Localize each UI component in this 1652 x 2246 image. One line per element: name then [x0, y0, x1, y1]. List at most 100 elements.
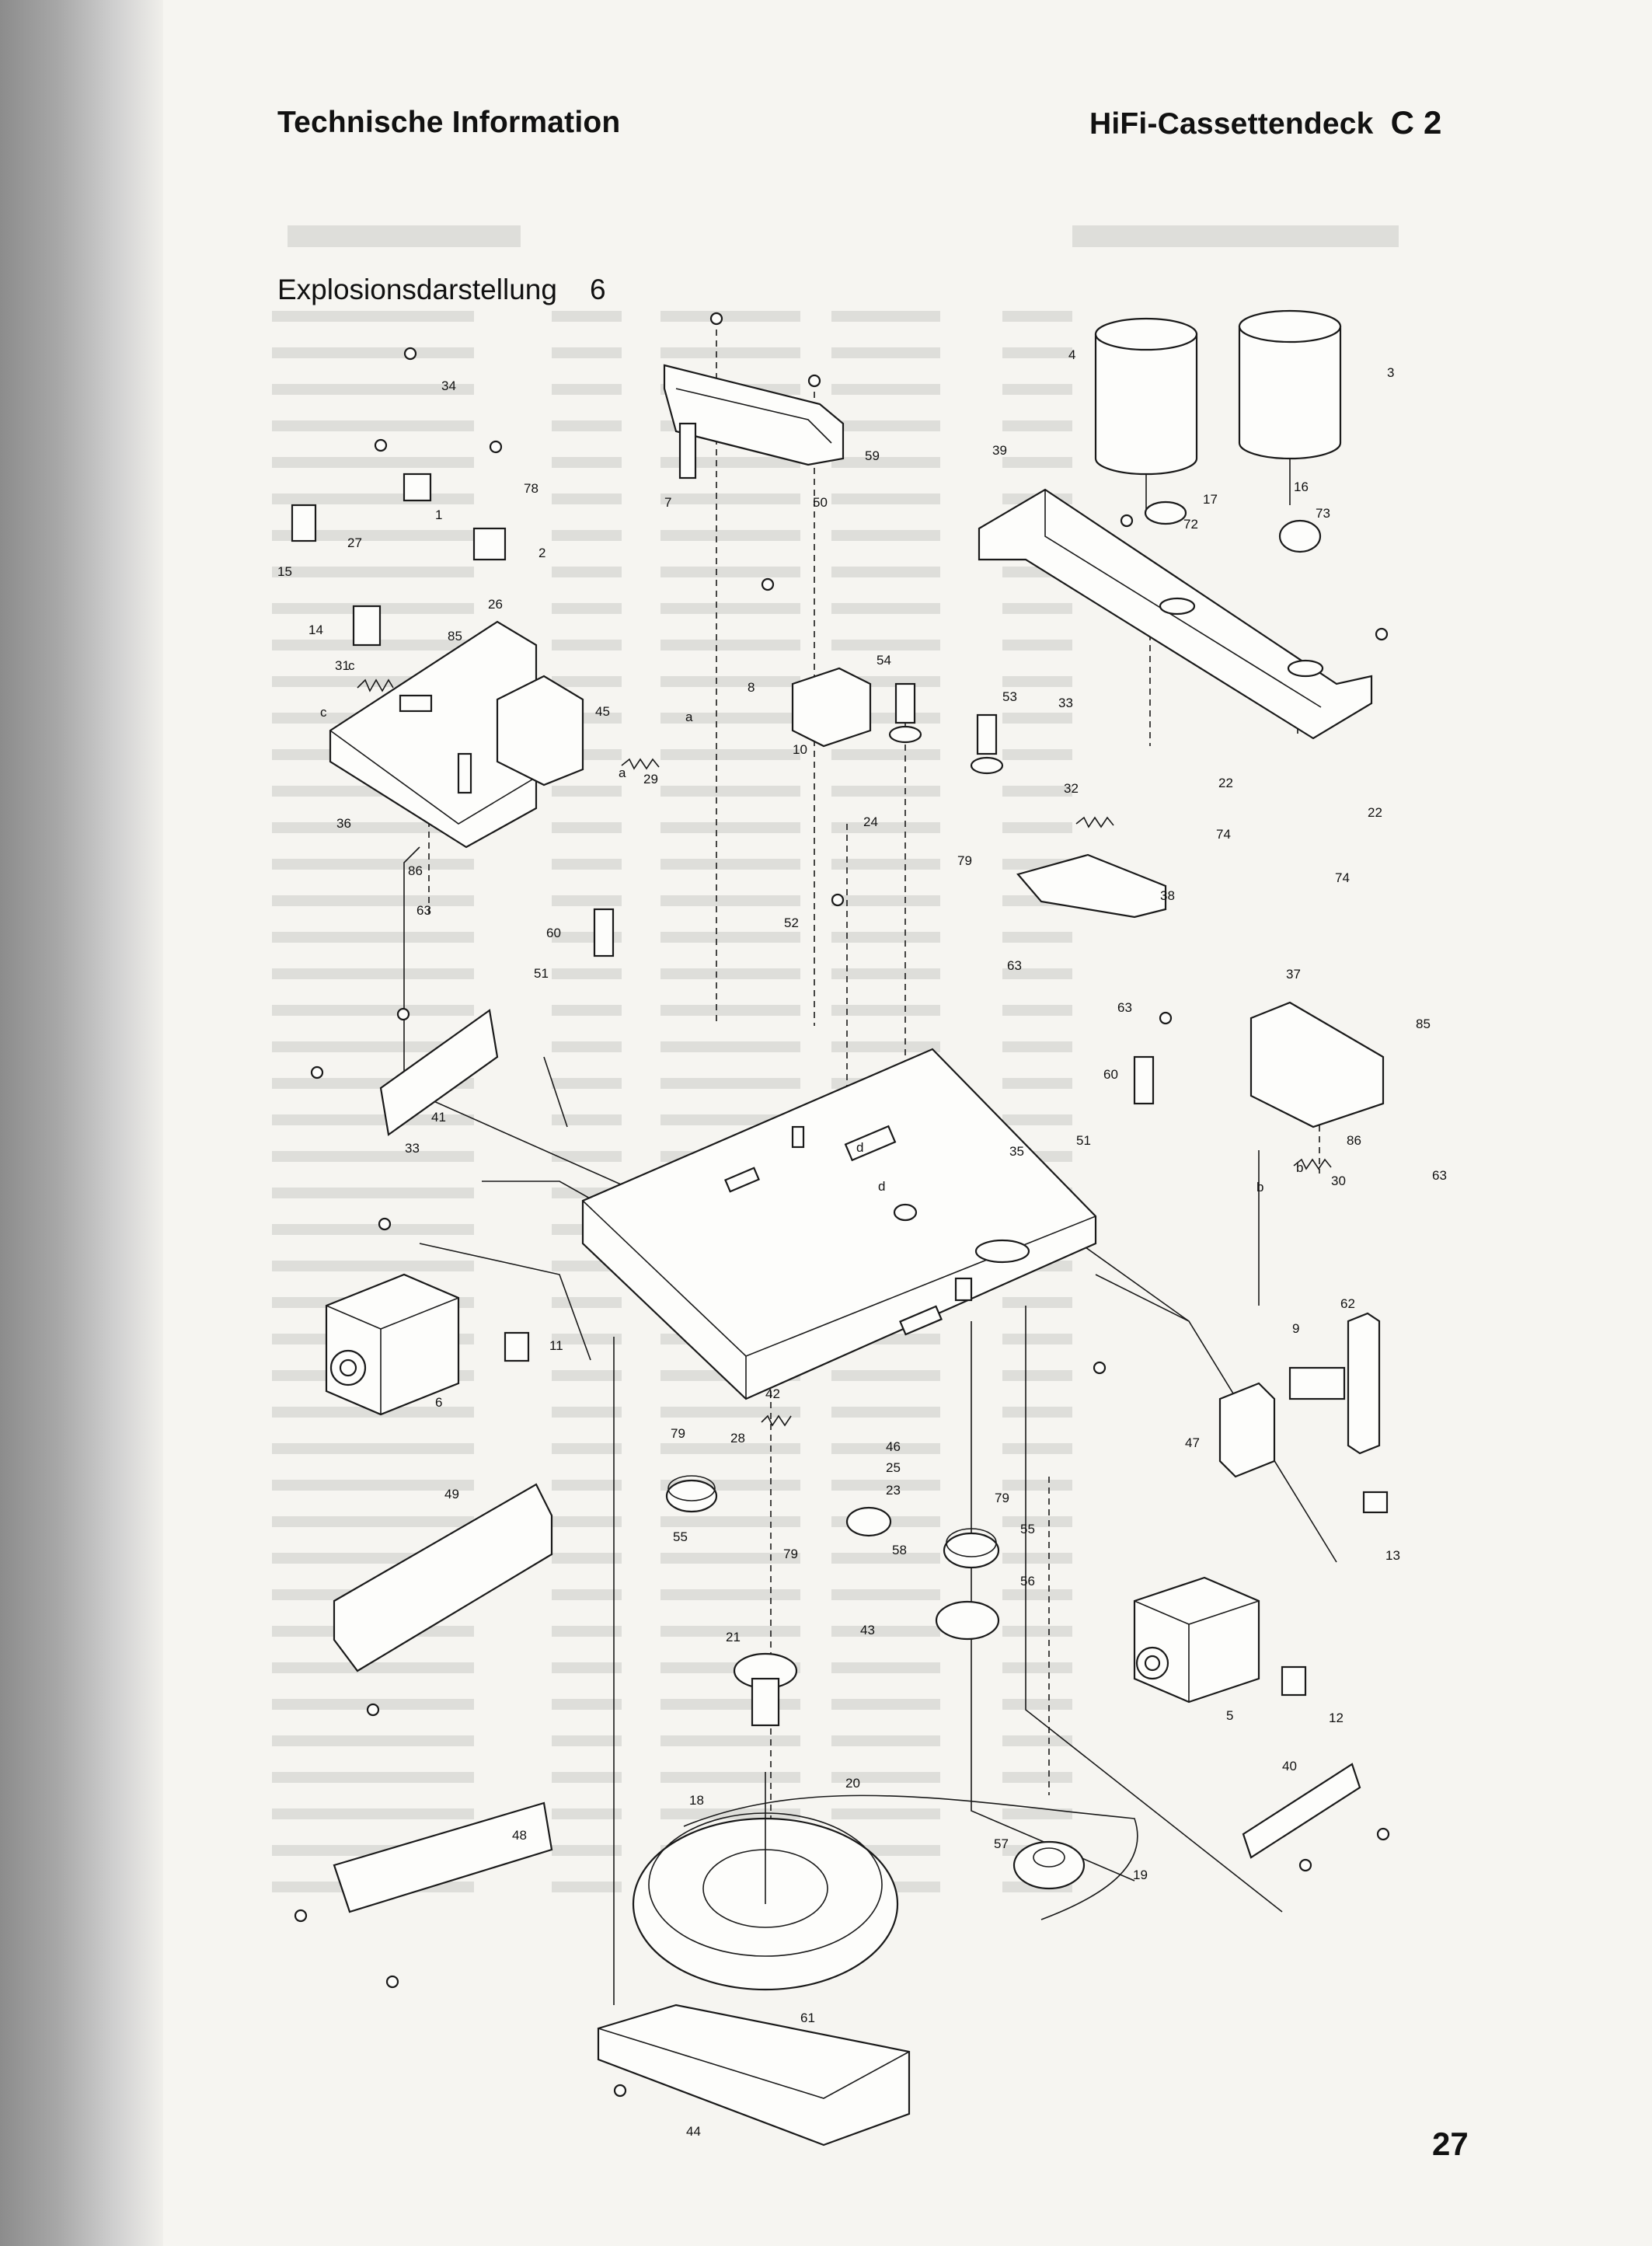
binding-shadow	[0, 0, 163, 2246]
bracket-60-right	[1133, 1055, 1155, 1105]
spindle-53	[970, 713, 1004, 775]
part-label: 86	[1347, 1133, 1361, 1148]
part-label: 78	[524, 481, 538, 496]
head-15	[291, 504, 317, 542]
part-label: 7	[664, 495, 671, 510]
part-label: 63	[1007, 958, 1022, 973]
part-label: 34	[441, 378, 456, 393]
part-label: 4	[1068, 347, 1075, 362]
part-label: d	[856, 1140, 863, 1155]
part-label: 59	[865, 448, 880, 463]
part-label: 45	[595, 704, 610, 719]
motor-frame-39	[978, 488, 1373, 740]
part-label: 42	[765, 1386, 780, 1401]
model-code: C 2	[1390, 104, 1442, 141]
part-label: 2	[538, 546, 545, 560]
part-label: 53	[1002, 689, 1017, 704]
part-label: d	[878, 1179, 885, 1194]
part-label: 30	[1331, 1174, 1346, 1188]
part-label: 79	[957, 853, 972, 868]
section-number: 6	[589, 274, 606, 305]
part-label: c	[348, 658, 355, 673]
part-label: 79	[671, 1426, 685, 1441]
part-label: 44	[686, 2124, 701, 2139]
part-label: 24	[863, 814, 878, 829]
part-label: 13	[1385, 1548, 1400, 1563]
part-label: 55	[1020, 1522, 1035, 1536]
part-label: 60	[546, 926, 561, 940]
part-label: 20	[845, 1776, 860, 1791]
part-label: 18	[689, 1793, 704, 1808]
section-title: Explosionsdarstellung	[277, 274, 557, 305]
part-label: 40	[1282, 1759, 1297, 1773]
slide-bracket-59	[663, 364, 845, 480]
part-label: 58	[892, 1543, 907, 1557]
part-label: 73	[1316, 506, 1330, 521]
part-label: 21	[726, 1630, 741, 1644]
part-label: 22	[1368, 805, 1382, 820]
part-label: 9	[1292, 1321, 1299, 1336]
screws	[294, 312, 1390, 2098]
connector-10	[791, 667, 872, 748]
part-label: 74	[1335, 870, 1350, 885]
head-14	[352, 605, 382, 647]
part-label: 63	[1432, 1168, 1447, 1183]
part-label: 85	[448, 629, 462, 643]
cover-plate-49	[333, 1483, 553, 1672]
part-label: 27	[347, 535, 362, 550]
lever-plate-37	[1249, 1001, 1385, 1128]
flywheel-18	[632, 1772, 899, 1991]
part-label: b	[1296, 1160, 1303, 1175]
part-label: 51	[534, 966, 549, 981]
part-label: 49	[444, 1487, 459, 1501]
part-label: 17	[1203, 492, 1218, 507]
part-label: 52	[784, 915, 799, 930]
spring-parts	[357, 678, 1332, 1427]
part-label: 79	[995, 1491, 1009, 1505]
part-label: 19	[1133, 1868, 1148, 1882]
part-label: 15	[277, 564, 292, 579]
part-label: 28	[730, 1431, 745, 1446]
part-label: 63	[416, 903, 431, 918]
base-plate-44	[597, 2004, 911, 2147]
gear-55-right	[943, 1528, 1000, 1569]
part-label: 51	[1076, 1133, 1091, 1148]
part-label: 10	[793, 742, 807, 757]
pulley-58	[845, 1506, 892, 1537]
part-label: c	[320, 705, 327, 720]
gear-55-left	[665, 1475, 718, 1513]
bracket-45	[496, 675, 584, 786]
cover-plate-48	[333, 1801, 553, 1913]
switch-assembly-47	[1218, 1312, 1389, 1514]
part-label: 46	[886, 1439, 901, 1454]
part-label: 41	[431, 1110, 446, 1125]
part-label: 37	[1286, 967, 1301, 982]
hub-56	[935, 1600, 1000, 1641]
part-label: a	[619, 766, 626, 780]
lever-plate-38	[1016, 853, 1167, 919]
relay-2	[472, 527, 507, 561]
belt-19	[683, 1794, 1138, 1920]
part-label: 36	[336, 816, 351, 831]
part-label: 16	[1294, 480, 1309, 494]
part-label: 33	[1058, 696, 1073, 710]
part-label: 86	[408, 863, 423, 878]
part-label: 29	[643, 772, 658, 786]
part-label: 35	[1009, 1144, 1024, 1159]
relay-1	[403, 473, 432, 502]
part-label: 57	[994, 1836, 1009, 1851]
part-label: 22	[1218, 776, 1233, 790]
part-label: b	[1256, 1180, 1263, 1194]
part-label: 72	[1183, 517, 1198, 532]
part-label: 43	[860, 1623, 875, 1637]
part-label: 47	[1185, 1435, 1200, 1450]
part-label: 74	[1216, 827, 1231, 842]
part-label: 5	[1226, 1708, 1233, 1723]
part-label: 50	[813, 495, 828, 510]
part-label: 1	[435, 507, 442, 522]
part-label: 61	[800, 2011, 815, 2025]
part-label: 25	[886, 1460, 901, 1475]
part-label: 33	[405, 1141, 420, 1156]
